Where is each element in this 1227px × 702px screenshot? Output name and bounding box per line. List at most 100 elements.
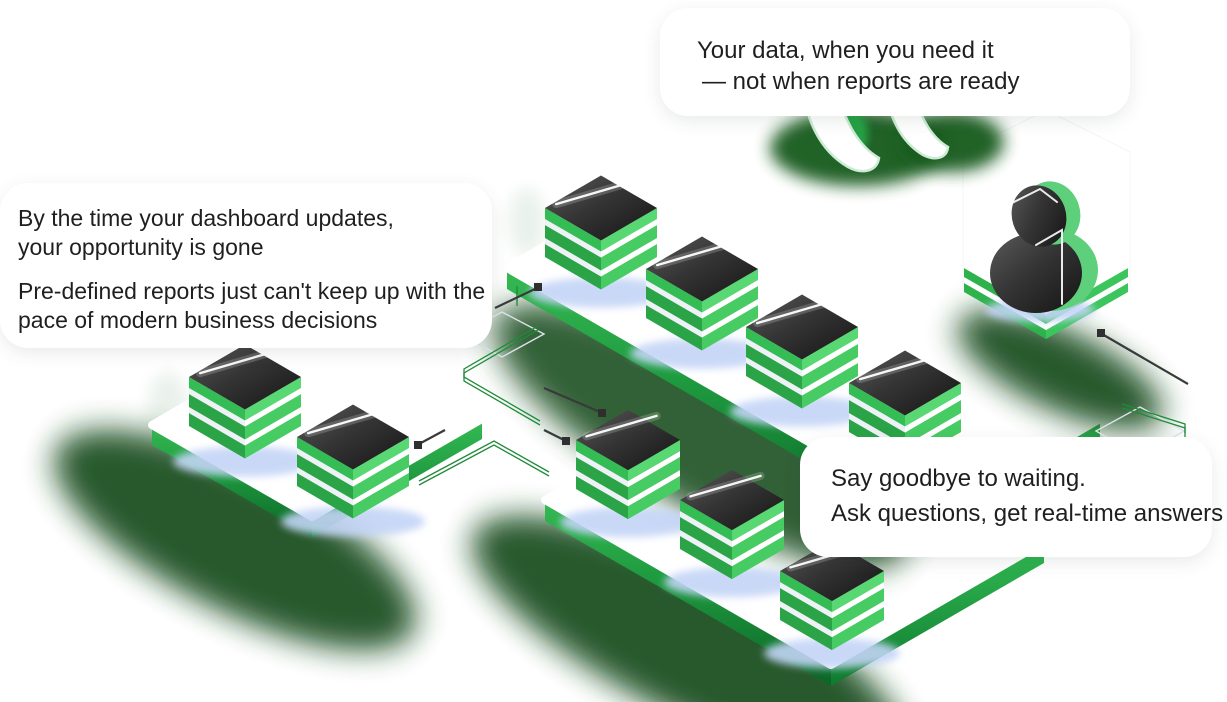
stack-highlight: [859, 355, 937, 381]
bottom-stack-layer: [732, 536, 784, 580]
left-stack-layer: [245, 394, 301, 440]
main-stack-layer: [905, 400, 961, 446]
circuit-trace: [418, 440, 550, 482]
left-stack-layer: [353, 437, 409, 481]
bottom-stack-layer: [680, 517, 732, 561]
left-stack-layer: [297, 437, 353, 481]
paragraph-gap: [18, 262, 492, 277]
connector-line: [418, 429, 446, 445]
stack-highlight: [198, 349, 277, 375]
bottom-stack-layer: [576, 470, 628, 507]
left-stack-layer: [189, 388, 245, 427]
bottom-stack-layer: [780, 601, 832, 638]
left-stack-layer: [189, 377, 245, 421]
connector-node: [414, 441, 422, 449]
main-stack-layer: [802, 357, 858, 396]
left-stack-layer: [245, 407, 301, 446]
bottom-stack-layer: [832, 582, 884, 619]
person-head: [1011, 185, 1067, 247]
person-edge-highlight: [1009, 187, 1063, 305]
connector-node: [562, 437, 570, 445]
person-body: [990, 233, 1082, 313]
main-stack-layer: [545, 238, 601, 277]
bottom-stack-layer: [576, 476, 628, 520]
connector-node: [1097, 329, 1105, 337]
database-stack-top: [545, 175, 657, 241]
main-stack-layer: [849, 394, 905, 433]
bottom-stack-glow: [560, 507, 696, 538]
connector-line: [543, 386, 601, 414]
main-stack-layer: [601, 225, 657, 271]
bottom-stack-layer: [732, 530, 784, 567]
main-stack-layer: [545, 244, 601, 290]
connector-line: [494, 287, 538, 309]
main-stack-layer: [702, 286, 758, 332]
left-stack-layer: [353, 467, 409, 506]
main-stack-layer: [601, 238, 657, 277]
left-stack-layer: [245, 388, 301, 427]
bubble-line: Your data, when you need it: [697, 37, 994, 64]
main-stack-layer: [601, 219, 657, 258]
bottom-stack-layer: [628, 476, 680, 520]
stack-highlight: [689, 474, 762, 498]
bottom-stack-layer: [628, 440, 680, 482]
bottom-stack-glow: [664, 567, 800, 598]
main-stack-layer: [601, 208, 657, 252]
main-stack-glow: [730, 396, 874, 427]
bottom-stack-layer: [576, 457, 628, 501]
database-stack-top: [297, 404, 409, 470]
light-smudge: [509, 188, 545, 256]
speech-bubble-top: Your data, when you need it — not when r…: [660, 8, 1130, 116]
bottom-stack-layer: [680, 511, 732, 548]
bottom-stack-glow: [764, 638, 900, 669]
main-stack-layer: [702, 305, 758, 351]
bottom-stack-layer: [628, 457, 680, 501]
speech-bubble-left: By the time your dashboard updates, your…: [0, 183, 492, 348]
main-stack-layer: [802, 338, 858, 377]
speech-bubble-tail: [362, 347, 437, 387]
main-stack-layer: [601, 244, 657, 290]
left-stack-layer: [297, 454, 353, 500]
main-stack-layer: [746, 357, 802, 396]
database-stack-top: [646, 236, 758, 302]
main-stack-layer: [702, 269, 758, 313]
main-stack-layer: [802, 327, 858, 371]
database-stack-top: [189, 344, 301, 410]
bottom-stack-layer: [628, 470, 680, 507]
bubble-line: Ask questions, get real-time answers: [831, 500, 1224, 527]
bottom-stack-layer: [576, 440, 628, 482]
bubble-line: Say goodbye to waiting.: [831, 465, 1086, 492]
bottom-stack-layer: [732, 500, 784, 542]
main-stack-glow: [529, 277, 673, 308]
speech-bubble-bottom-right: Say goodbye to waiting. Ask questions, g…: [800, 437, 1224, 557]
main-stack-layer: [702, 299, 758, 338]
left-stack-glow: [173, 446, 317, 477]
main-stack-layer: [905, 383, 961, 427]
stack-highlight: [585, 414, 658, 438]
main-stack-layer: [646, 299, 702, 338]
bottom-stack-layer: [832, 588, 884, 632]
bottom-stack-layer: [832, 607, 884, 651]
bottom-stack-layer: [680, 536, 732, 580]
main-stack-layer: [702, 280, 758, 319]
left-stack-layer: [353, 448, 409, 487]
database-stack-top: [576, 409, 680, 471]
database-stack-top: [746, 294, 858, 360]
main-stack-layer: [746, 338, 802, 377]
main-stack-layer: [646, 280, 702, 319]
main-stack-layer: [646, 286, 702, 332]
database-stack-top: [849, 350, 961, 416]
circuit-trace: [463, 329, 541, 426]
bottom-stack-layer: [780, 582, 832, 619]
bottom-stack-layer: [832, 601, 884, 638]
bubble-line: pace of modern business decisions: [18, 307, 378, 333]
main-stack-layer: [802, 363, 858, 409]
left-stack-glow: [281, 506, 425, 537]
left-stack-layer: [297, 467, 353, 506]
left-stack-layer: [297, 448, 353, 487]
left-stack-layer: [245, 413, 301, 459]
bottom-stack-layer: [680, 530, 732, 567]
database-stack-top: [680, 469, 784, 531]
circuit-trace: [1121, 407, 1186, 437]
